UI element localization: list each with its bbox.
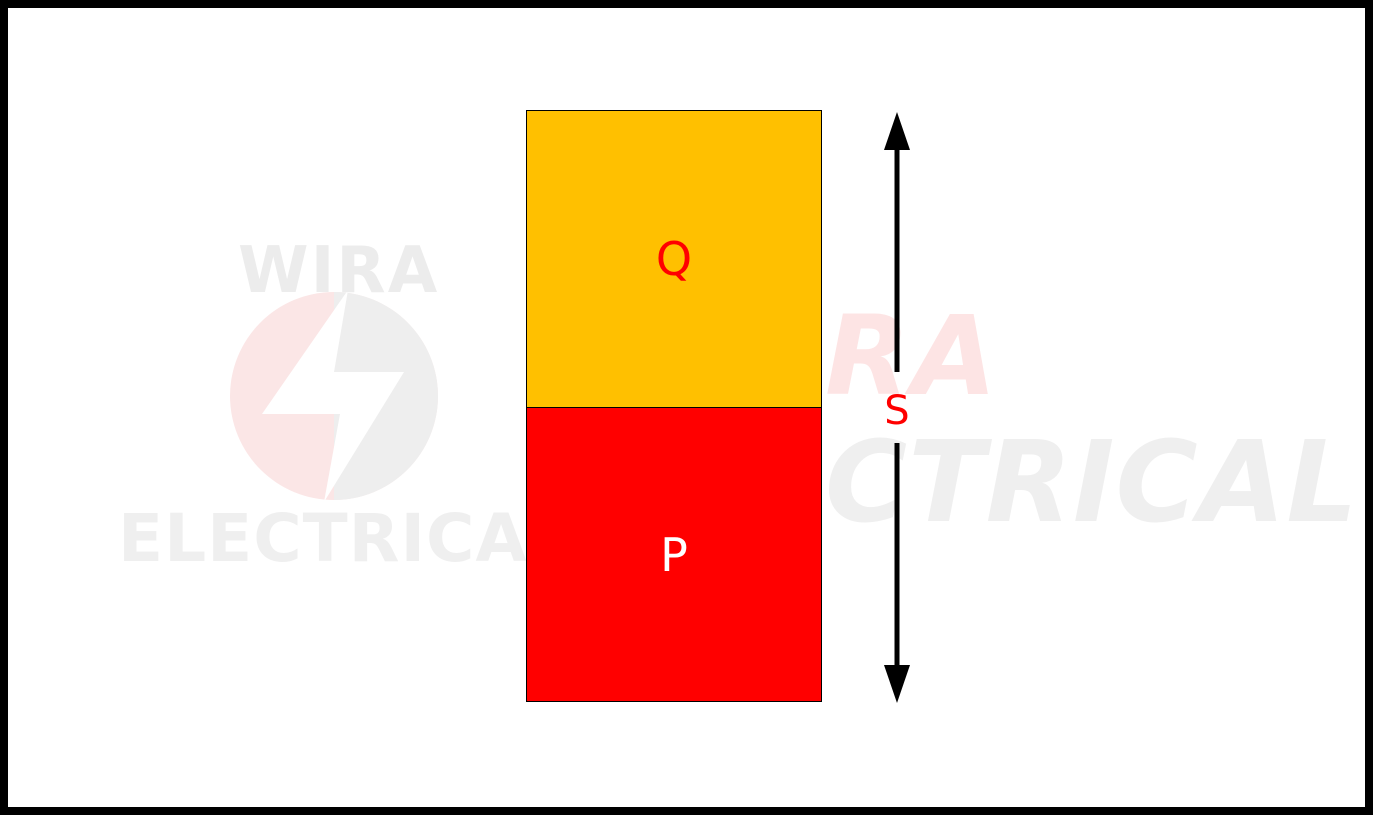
block-q-label: Q xyxy=(655,232,693,286)
watermark-ra-right: RA xyxy=(825,292,999,420)
lightning-bolt-circle-icon xyxy=(230,290,438,502)
arrow-head-down xyxy=(884,665,910,703)
arrow-head-up xyxy=(884,112,910,150)
watermark-electrical-right: CTRICAL xyxy=(825,418,1359,548)
block-p: P xyxy=(526,407,822,702)
watermark-electrical-left: ELECTRICA xyxy=(118,500,528,577)
block-q: Q xyxy=(526,110,822,408)
dimension-label-s: S xyxy=(884,388,910,434)
watermark-wira: WIRA xyxy=(238,234,440,308)
double-arrow-icon xyxy=(884,112,910,703)
block-p-label: P xyxy=(660,527,688,582)
